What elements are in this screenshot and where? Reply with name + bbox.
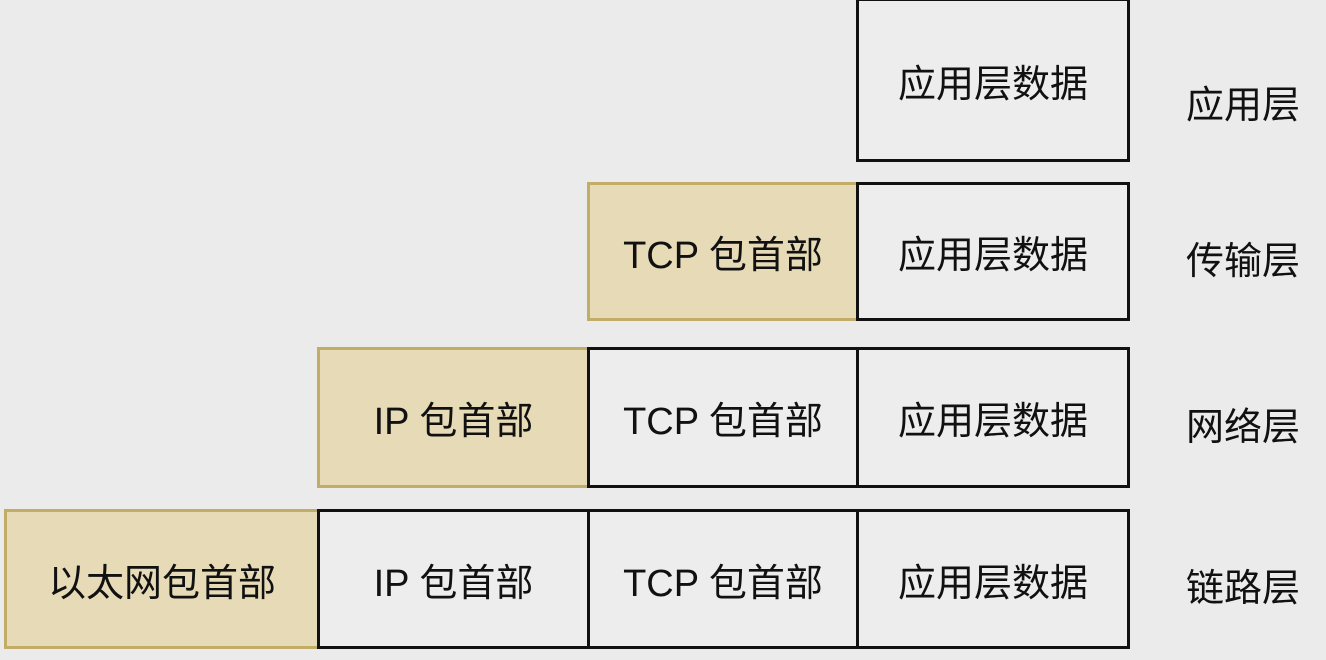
ip-header-box: IP 包首部 [317,509,590,649]
app-data-box: 应用层数据 [856,509,1130,649]
layer-label-application: 应用层 [1185,85,1300,127]
layer-label-transport: 传输层 [1185,241,1300,283]
tcp-header-box: TCP 包首部 [587,182,859,321]
app-data-box: 应用层数据 [856,347,1130,488]
tcp-header-box: TCP 包首部 [587,347,859,488]
layer-label-link: 链路层 [1185,568,1300,610]
tcp-header-box: TCP 包首部 [587,509,859,649]
ethernet-header-box: 以太网包首部 [4,509,320,649]
layer-label-network: 网络层 [1185,407,1300,449]
app-data-box: 应用层数据 [856,0,1130,162]
ip-header-box: IP 包首部 [317,347,590,488]
app-data-box: 应用层数据 [856,182,1130,321]
